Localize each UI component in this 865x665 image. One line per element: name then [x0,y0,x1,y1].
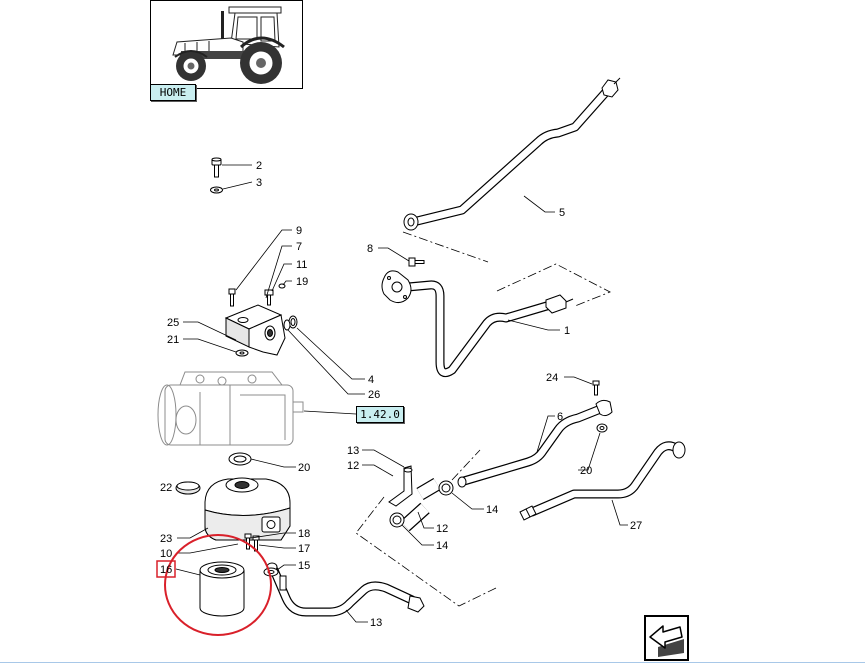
callout-15[interactable]: 15 [298,560,310,572]
clamp-part-14 [389,480,454,528]
bolt-part-2 [211,157,222,178]
callout-12-upper[interactable]: 12 [347,460,359,472]
callout-26[interactable]: 26 [368,389,380,401]
bracket-part-7 [224,304,286,356]
pipe-part-5 [403,77,621,231]
callout-27[interactable]: 27 [630,520,642,532]
back-button[interactable] [644,615,689,661]
callout-13-lower[interactable]: 13 [370,617,382,629]
home-button[interactable]: HOME [150,84,196,101]
callout-25[interactable]: 25 [167,317,179,329]
hydraulic-pump-reference [157,371,304,446]
fitting-part-15 [263,567,287,591]
hose-part-12 [400,477,441,532]
seal-part-19 [278,283,286,289]
callout-18[interactable]: 18 [298,528,310,540]
pipe-part-6 [457,399,613,488]
callout-8[interactable]: 8 [367,243,373,255]
bolt-part-8 [408,257,425,267]
callout-24[interactable]: 24 [546,372,558,384]
leader-lines [175,164,628,623]
callout-19[interactable]: 19 [296,276,308,288]
washer-part-20-right [596,423,608,433]
bolt-part-24 [592,380,600,396]
bolt-part-9 [228,288,236,307]
callout-10[interactable]: 10 [160,548,172,560]
callout-12-lower[interactable]: 12 [436,523,448,535]
callout-22[interactable]: 22 [160,482,172,494]
phantom-lines [355,231,611,607]
callout-2[interactable]: 2 [256,160,262,172]
filter-head-part-23 [204,477,291,541]
o-ring-part-26 [283,319,291,331]
cap-part-22 [175,481,201,495]
washer-part-3 [210,186,223,194]
callout-14-right[interactable]: 14 [486,504,498,516]
callout-23[interactable]: 23 [160,533,172,545]
callout-13-upper[interactable]: 13 [347,445,359,457]
seal-part-20-upper [228,452,252,466]
bolt-part-11 [264,289,274,306]
washer-part-21 [235,349,249,357]
callout-11[interactable]: 11 [296,259,307,271]
back-arrow-icon [649,625,684,657]
callout-5[interactable]: 5 [559,207,565,219]
callout-3[interactable]: 3 [256,177,262,189]
callout-7[interactable]: 7 [296,241,302,253]
selection-highlight-circle [164,534,272,636]
callout-6[interactable]: 6 [557,411,563,423]
pipe-part-13 [266,562,425,612]
callout-17[interactable]: 17 [298,543,310,555]
callout-1[interactable]: 1 [564,325,570,337]
pipe-part-27 [519,442,686,521]
bracket-part-13 [388,465,413,507]
home-thumbnail[interactable] [150,0,303,89]
reference-link[interactable]: 1.42.0 [356,406,404,423]
callout-20-right[interactable]: 20 [580,465,592,477]
pipe-part-1 [381,270,574,373]
tractor-icon [172,6,285,84]
callout-20-upper[interactable]: 20 [298,462,310,474]
callout-16[interactable]: 16 [160,564,172,576]
selected-callout-box [156,560,176,578]
callout-4[interactable]: 4 [368,374,374,386]
callout-9[interactable]: 9 [296,225,302,237]
callouts: 2 3 9 7 11 19 8 5 25 21 4 26 1 24 6 20 1… [160,160,642,629]
callout-14-lower[interactable]: 14 [436,540,448,552]
bottom-divider [0,662,865,663]
filter-part-16 [199,561,245,617]
callout-21[interactable]: 21 [167,334,179,346]
